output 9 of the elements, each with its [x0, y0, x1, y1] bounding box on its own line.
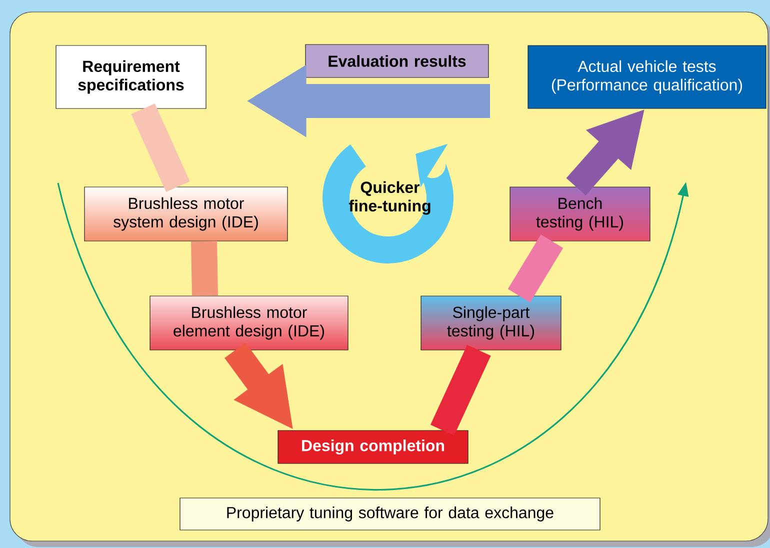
process-box: Evaluation results [305, 44, 489, 78]
process-box: Brushless motor system design (IDE) [84, 186, 288, 242]
process-box: Brushless motor element design (IDE) [150, 296, 348, 350]
process-box: Proprietary tuning software for data exchange [180, 498, 600, 530]
process-box: Single-part testing (HIL) [420, 296, 562, 350]
process-box: Design completion [278, 430, 468, 464]
process-box: Actual vehicle tests (Performance qualification) [528, 45, 766, 109]
process-box: Requirement specifications [56, 45, 206, 109]
process-box: Bench testing (HIL) [510, 186, 650, 242]
